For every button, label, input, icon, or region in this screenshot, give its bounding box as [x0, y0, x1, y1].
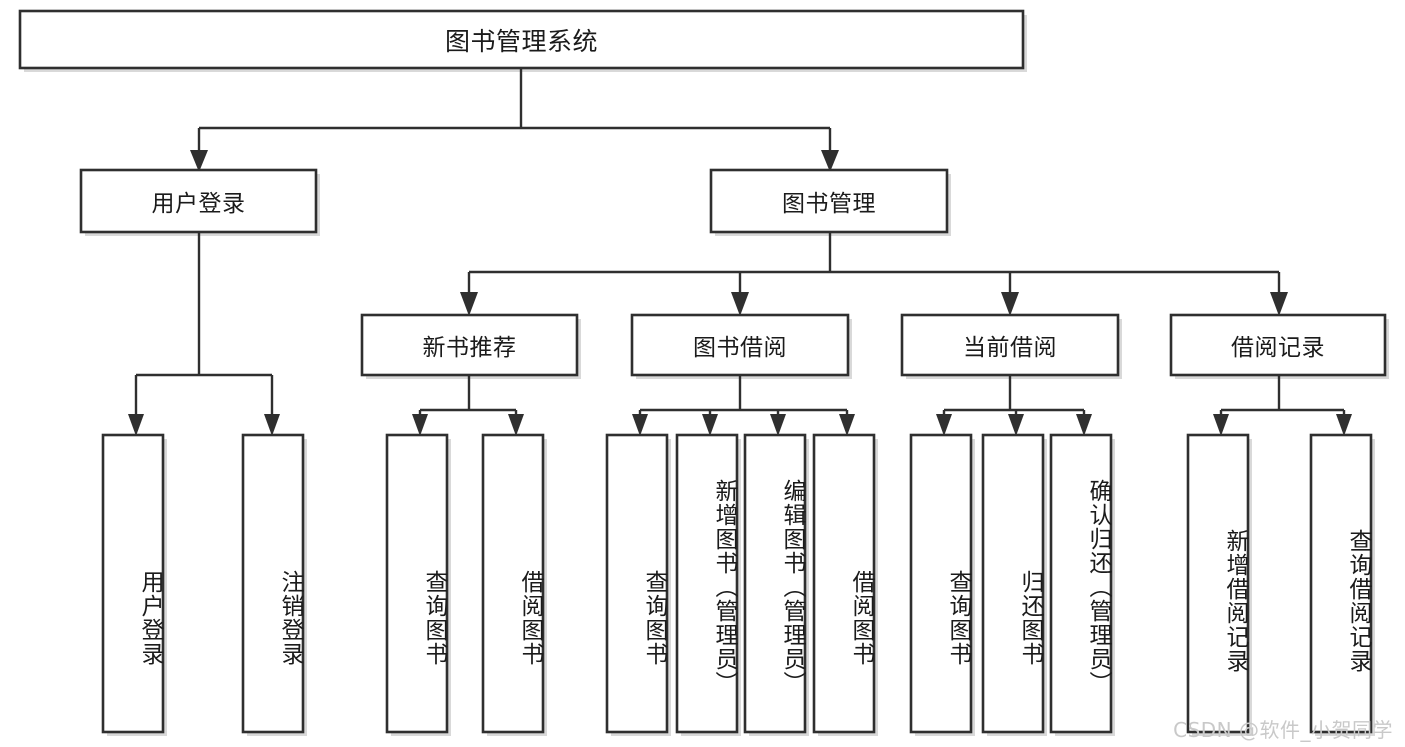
node-boxes — [18, 9, 1387, 734]
leaf-book-borrow-1[interactable] — [675, 433, 739, 734]
leaf-book-borrow-3[interactable] — [812, 433, 876, 734]
node-book-borrow[interactable] — [630, 313, 850, 377]
connector-lines — [134, 68, 1346, 418]
leaf-book-borrow-2[interactable] — [743, 433, 807, 734]
leaf-current-borrow-1[interactable] — [981, 433, 1045, 734]
leaf-borrow-record-1[interactable] — [1309, 433, 1373, 734]
node-book-management[interactable] — [709, 168, 949, 234]
connector-arrowheads — [128, 150, 1352, 436]
leaf-current-borrow-2[interactable] — [1049, 433, 1113, 734]
node-new-book-recommend[interactable] — [360, 313, 579, 377]
leaf-borrow-record-0[interactable] — [1186, 433, 1250, 734]
leaf-user-login-0[interactable] — [101, 433, 165, 734]
node-borrow-record[interactable] — [1169, 313, 1387, 377]
node-user-login[interactable] — [79, 168, 318, 234]
node-root-book-management-system[interactable] — [18, 9, 1025, 70]
leaf-new-book-0[interactable] — [385, 433, 449, 734]
leaf-user-login-1[interactable] — [241, 433, 305, 734]
node-current-borrow[interactable] — [900, 313, 1120, 377]
leaf-new-book-1[interactable] — [481, 433, 545, 734]
leaf-book-borrow-0[interactable] — [605, 433, 669, 734]
leaf-current-borrow-0[interactable] — [909, 433, 973, 734]
